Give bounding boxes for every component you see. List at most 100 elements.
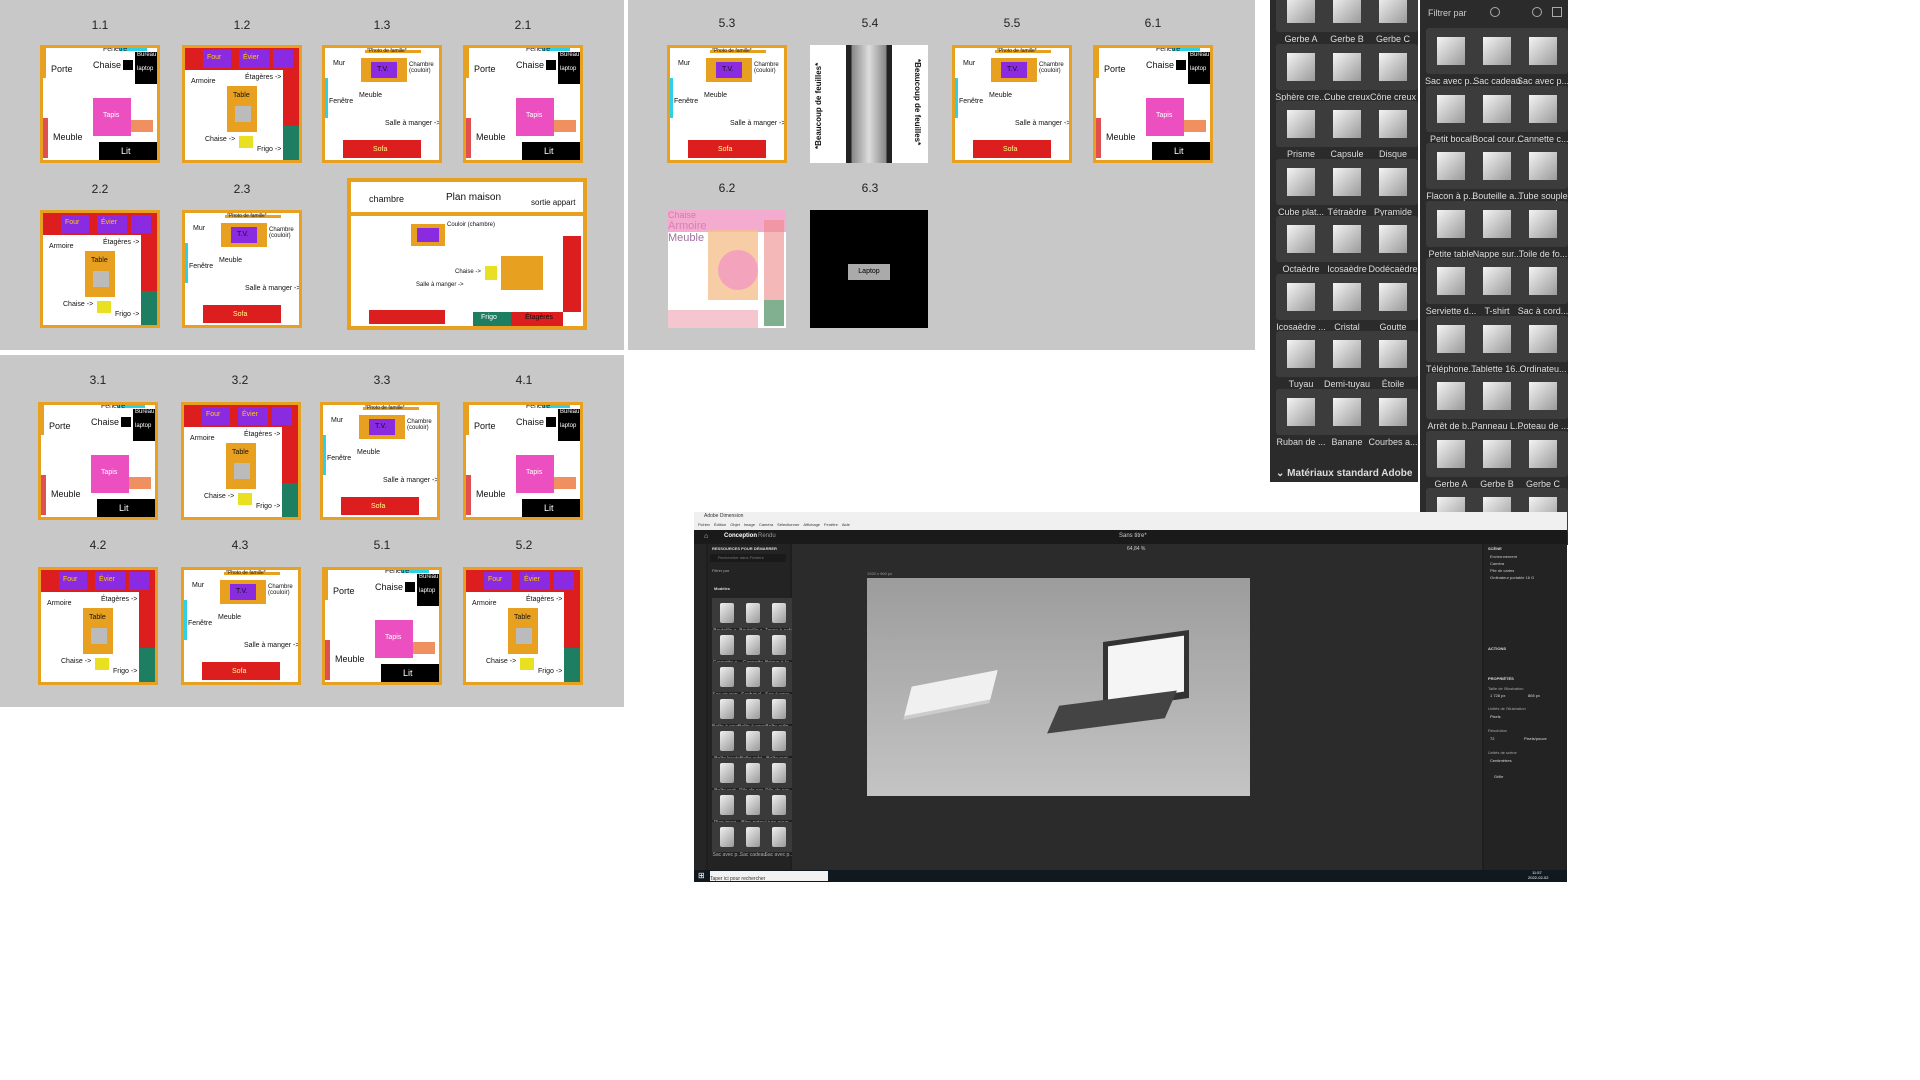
model-thumb[interactable]: Sac avec p... [764,822,794,858]
library-tile[interactable]: Poteau de ... [1516,373,1570,435]
library-tile[interactable]: Téléphone... [1424,315,1478,378]
square-icon[interactable] [1552,7,1562,17]
model-thumb[interactable]: Pile de car... [764,758,794,794]
library-tile[interactable]: Petite table [1424,200,1478,263]
library-tile[interactable]: Ordinateu... [1516,315,1570,378]
library-tile[interactable]: Sac avec p... [1424,28,1478,90]
library-tile[interactable]: T-shirt [1470,258,1524,320]
model-thumb[interactable]: Boîte cylin... [764,694,794,730]
menu-item[interactable]: Sélectionner [777,522,800,527]
sun-icon[interactable] [1532,7,1542,17]
library-tile[interactable]: Tétraèdre [1320,158,1374,221]
library-tile[interactable]: Arrêt de b... [1424,373,1478,435]
model-thumb[interactable]: Brique à la... [764,630,794,666]
viewport[interactable]: 64,84 % 1920 x 960 px [792,544,1482,880]
scene-item[interactable]: Environnement [1490,554,1517,559]
menu-item[interactable]: Affichage [803,522,821,527]
height-field[interactable]: 865 px [1528,693,1541,698]
library-tile[interactable]: Étoile [1366,331,1420,393]
scene-item[interactable]: Ordinateur portable 16 G [1490,575,1535,580]
menu-item[interactable]: Caméra [758,522,774,527]
models-header[interactable]: Modèles [714,586,731,591]
library-tile[interactable]: Panneau L... [1470,373,1524,435]
library-tile[interactable]: Octaèdre [1274,216,1328,278]
library-tile[interactable]: Goutte [1366,273,1420,336]
library-tile[interactable]: Capsule [1320,101,1374,163]
menu-item[interactable]: Édition [714,522,727,527]
library-tile[interactable]: Sac à cord... [1516,258,1570,320]
model-thumb[interactable]: Boîte à cour... [712,694,742,730]
model-thumb[interactable]: Sac cadeau [738,822,768,858]
library-tile[interactable]: Gerbe C [1516,430,1570,493]
menu-item[interactable]: Aide [841,522,850,527]
model-thumb[interactable]: Sac à cour... [764,662,794,698]
library-tile[interactable]: Prisme [1274,101,1328,163]
library-tile[interactable]: Sphère cre... [1274,43,1328,106]
library-tile[interactable]: Sac cadeau [1470,28,1524,90]
library-tile[interactable]: Dodécaèdre [1366,216,1420,278]
library-tile[interactable]: Serviette d... [1424,258,1478,320]
width-field[interactable]: 1 728 px [1490,693,1506,698]
library-tile[interactable]: Courbes a... [1366,388,1420,451]
menu-item[interactable]: Fenêtre [824,522,838,527]
res-field[interactable]: 72 [1490,736,1495,741]
grid-checkbox[interactable]: Grille [1494,774,1504,779]
library-tile[interactable]: Sac avec p... [1516,28,1570,90]
library-tile[interactable]: Gerbe B [1470,430,1524,493]
scene-item[interactable]: Caméra [1490,561,1505,566]
scene-header[interactable]: SCÈNE [1488,546,1502,551]
tab-rendu[interactable]: Rendu [758,533,776,539]
library-tile[interactable]: Gerbe C [1366,0,1420,48]
library-tile[interactable]: Demi-tuyau [1320,331,1374,393]
library-tile[interactable]: Nappe sur... [1470,200,1524,263]
model-thumb[interactable]: Livre ouve... [764,790,794,826]
library-tile[interactable]: Petit bocal [1424,85,1478,148]
library-tile[interactable]: Flacon à p... [1424,143,1478,205]
library-tile[interactable]: Tube souple [1516,143,1570,205]
windows-start-icon[interactable]: ⊞ [698,871,705,880]
library-tile[interactable]: Cube plat... [1274,158,1328,221]
menu-item[interactable]: Fichier [698,522,711,527]
library-tile[interactable]: Bouteille a... [1470,143,1524,205]
library-tile[interactable]: Disque [1366,101,1420,163]
library-tile[interactable]: Cannette c... [1516,85,1570,148]
scene-item[interactable]: Pile de cartes [1490,568,1515,573]
model-thumb[interactable]: Tasse à café [764,598,794,634]
library-tile[interactable]: Gerbe A [1424,430,1478,493]
tab-conception[interactable]: Conception [724,533,757,539]
library-tile[interactable]: Cube creux [1320,43,1374,106]
settings-icon[interactable] [1490,7,1500,17]
actions-header[interactable]: ACTIONS [1488,646,1506,651]
res-header[interactable]: RESSOURCES POUR DÉMARRER [712,546,777,551]
model-thumb[interactable]: Bloc-notes [738,790,768,826]
home-icon[interactable]: ⌂ [704,533,709,540]
model-thumb[interactable]: Boîte rect... [764,726,794,762]
library-tile[interactable]: Icosaèdre [1320,216,1374,278]
library-tile[interactable]: Tablette 16... [1470,315,1524,378]
library-tile[interactable]: Banane [1320,388,1374,451]
paper-stack[interactable] [904,670,998,716]
props-header[interactable]: PROPRIÉTÉS [1488,676,1514,681]
search-input[interactable]: Rechercher dans Fichiers [710,554,786,562]
units-select[interactable]: Pixels [1490,714,1501,719]
library-tile[interactable]: Cône creux [1366,43,1420,106]
library-tile[interactable]: Gerbe A [1274,0,1328,48]
library-tile[interactable]: Tuyau [1274,331,1328,393]
library-tile[interactable]: Bocal cour... [1470,85,1524,148]
menu-item[interactable]: Image [743,522,755,527]
model-thumb[interactable]: Cannette [738,630,768,666]
library-tile[interactable]: Gerbe B [1320,0,1374,48]
scene-units-select[interactable]: Centimètres [1490,758,1512,763]
model-thumb[interactable]: Sac avec p... [712,822,742,858]
library-tile[interactable]: Toile de fo... [1516,200,1570,263]
library-footer[interactable]: ⌄ Matériaux standard Adobe [1276,468,1412,479]
library-tile[interactable]: Ruban de ... [1274,388,1328,451]
menu-item[interactable]: Objet [730,522,740,527]
zoom-level[interactable]: 64,84 % [1127,546,1146,552]
library-tile[interactable]: Pyramide [1366,158,1420,221]
canvas[interactable] [867,578,1250,796]
library-tile[interactable]: Icosaèdre ... [1274,273,1328,336]
taskbar-search[interactable]: Taper ici pour rechercher [710,871,828,882]
res-unit[interactable]: Pixels/pouce [1524,736,1547,741]
library-tile[interactable]: Cristal [1320,273,1374,336]
